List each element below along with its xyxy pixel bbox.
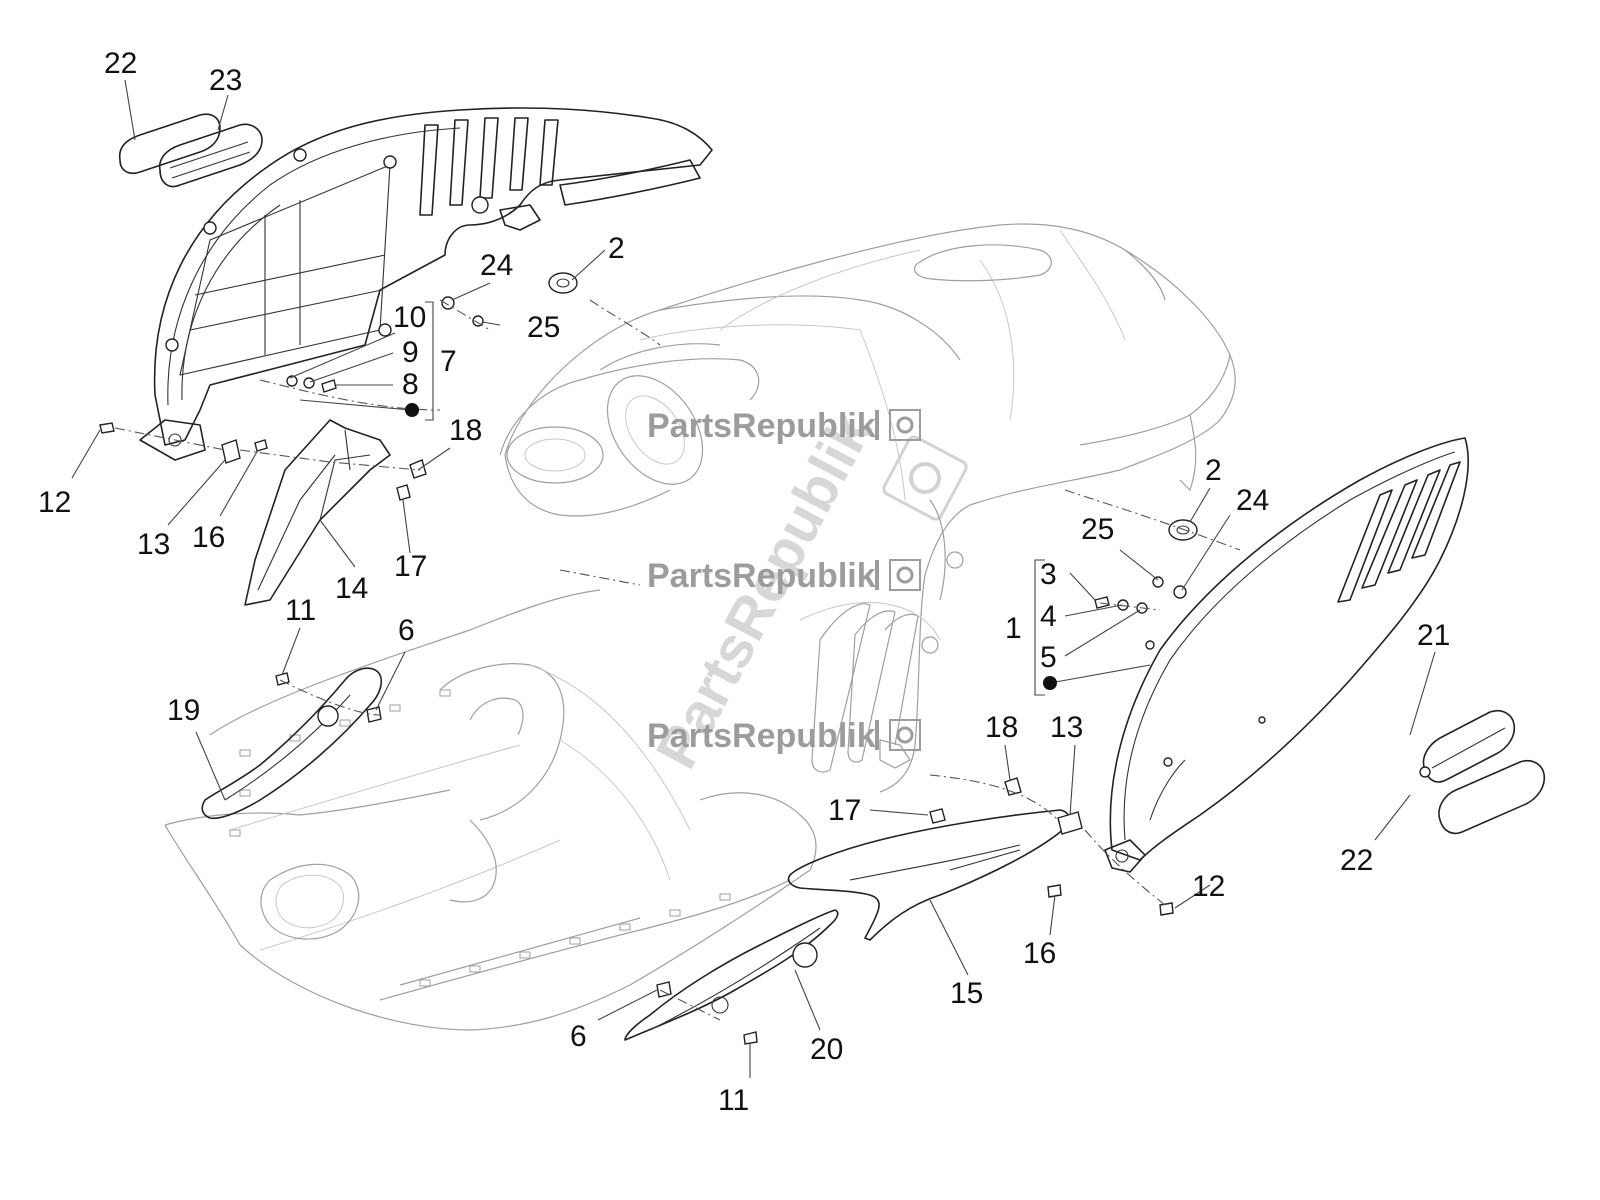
fasteners [99,272,1198,1045]
callout-label: 23 [209,64,242,97]
callout-label: 17 [394,550,427,583]
scooter-body-frame [164,223,1236,1031]
side-spoiler-14 [244,419,391,606]
callout-label: 13 [1050,711,1083,744]
callout-label: 18 [449,414,482,447]
callout-label: 4 [1040,600,1057,633]
callout-label: 6 [398,614,415,647]
callout-label: 5 [1040,641,1057,674]
leader-lines [71,79,1436,1078]
callout-label: 24 [480,249,513,282]
callout-label: 7 [440,345,457,378]
rail-holes [229,689,731,987]
watermark-row-1: PartsRepublik [647,407,921,445]
callout-label: 17 [828,794,861,827]
callout-label: 24 [1236,484,1269,517]
emblem-holder-23 [158,123,263,188]
callout-label: 22 [1340,844,1373,877]
watermark-gear-center [882,435,968,521]
callout-label: 21 [1417,619,1450,652]
callout-label: 12 [1192,870,1225,903]
callout-label: 2 [608,232,625,265]
bullet-dot-7 [405,403,419,417]
gear-icon [889,719,921,751]
right-side-cowl [1104,437,1469,873]
watermark-row-3: PartsRepublik [647,717,921,755]
svg-text:PartsRepublik: PartsRepublik [647,557,876,595]
left-side-cowl [139,107,713,461]
gear-icon [889,409,921,441]
callout-label: 25 [1081,513,1114,546]
callout-label: 13 [137,528,170,561]
bullet-dot-1 [1043,676,1057,690]
center-louvers [799,602,941,773]
callout-label: 25 [527,311,560,344]
gear-icon [889,559,921,591]
callout-label: 1 [1005,612,1022,645]
callout-label: 18 [985,711,1018,744]
emblem-22-top [118,113,221,175]
callout-label: 22 [104,47,137,80]
callout-label: 3 [1040,558,1057,591]
callout-label: 9 [402,336,419,369]
callout-label: 19 [167,694,200,727]
callout-label: 6 [570,1020,587,1053]
callout-label: 11 [285,594,316,627]
callout-label: 8 [402,368,419,401]
callout-label: 12 [38,486,71,519]
callout-label: 15 [950,977,983,1010]
footrest-trim-20 [624,909,839,1041]
spoiler-15 [787,809,1070,941]
callout-label: 16 [1023,937,1056,970]
callout-label: 16 [192,521,225,554]
callout-label: 11 [718,1084,749,1117]
emblem-22-bottom [1438,759,1546,835]
svg-text:PartsRepublik: PartsRepublik [647,407,876,445]
emblem-holder-21 [1419,709,1516,783]
callout-labels: 1 2 2 3 4 5 6 6 7 8 9 10 11 11 12 12 13 … [38,47,1450,1117]
callout-label: 20 [810,1033,843,1066]
callout-label: 2 [1205,454,1222,487]
watermark-row-2: PartsRepublik [647,557,921,595]
svg-text:PartsRepublik: PartsRepublik [647,717,876,755]
callout-label: 10 [393,301,426,334]
footrest-trim-19 [201,667,382,820]
callout-label: 14 [335,572,368,605]
